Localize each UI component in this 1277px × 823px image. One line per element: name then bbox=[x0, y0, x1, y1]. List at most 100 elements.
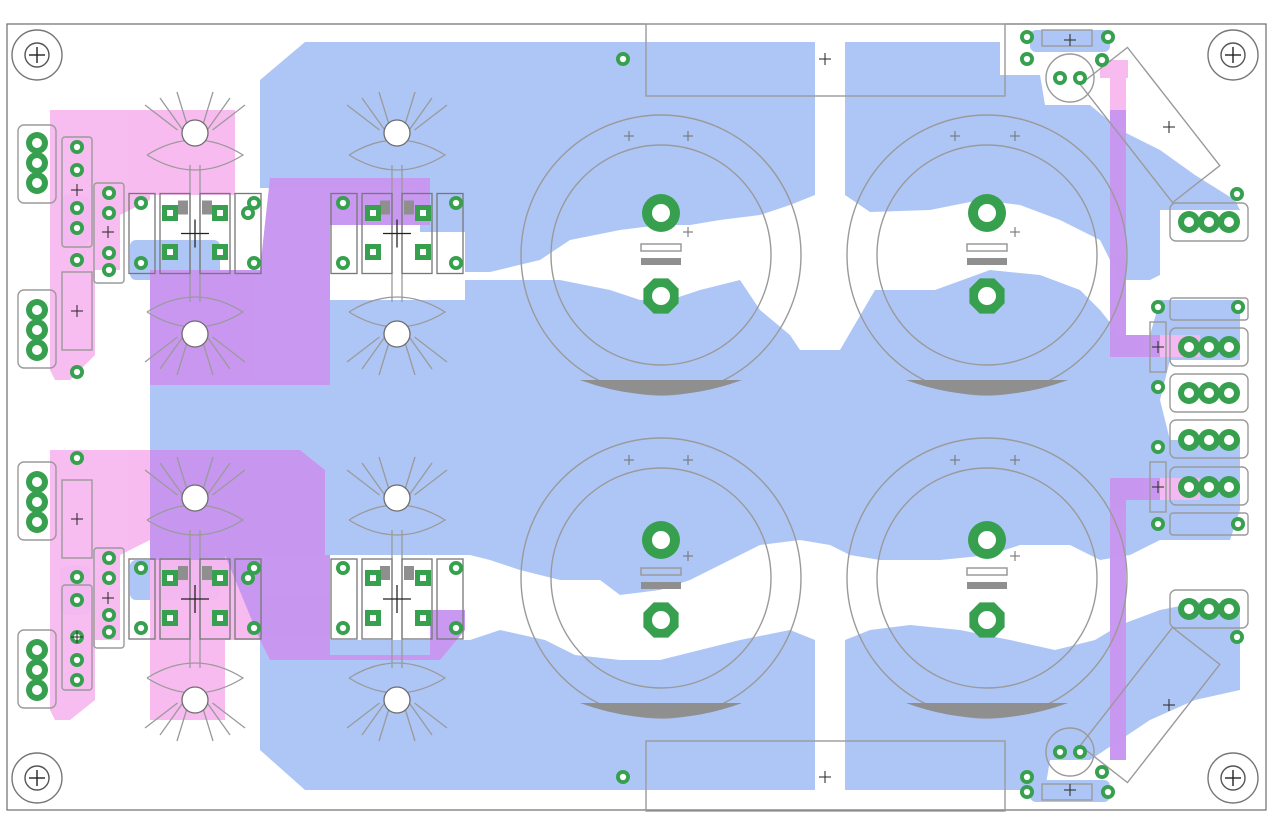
pad-hole bbox=[250, 564, 258, 572]
pad-hole bbox=[32, 158, 42, 168]
pad-hole bbox=[1154, 520, 1162, 528]
heatsink-fin bbox=[212, 469, 246, 496]
heatsink-body bbox=[348, 504, 447, 536]
pad-hole bbox=[339, 564, 347, 572]
pad-hole bbox=[652, 531, 670, 549]
heatsink-fin bbox=[361, 702, 386, 736]
pad-hole bbox=[32, 345, 42, 355]
pad-hole bbox=[420, 615, 426, 621]
polarity-bar bbox=[967, 582, 1007, 589]
pad-hole bbox=[619, 55, 627, 63]
pad-hole bbox=[73, 256, 81, 264]
pad-hole bbox=[1224, 482, 1234, 492]
connector-outline bbox=[17, 461, 57, 541]
electrolytic-capacitor bbox=[520, 114, 802, 396]
pad-hole bbox=[1023, 773, 1031, 781]
pad-hole bbox=[1204, 435, 1214, 445]
heatsink-fin bbox=[144, 702, 178, 729]
pad-hole bbox=[167, 249, 173, 255]
polarity-bar bbox=[641, 258, 681, 265]
pad-hole bbox=[32, 477, 42, 487]
resistor-outline bbox=[1149, 461, 1167, 513]
transistor-tab bbox=[404, 200, 414, 215]
resistor-outline bbox=[61, 479, 93, 559]
pad-hole bbox=[217, 249, 223, 255]
pad-hole bbox=[1204, 217, 1214, 227]
pad-hole bbox=[137, 564, 145, 572]
pad-hole bbox=[167, 615, 173, 621]
pad-hole bbox=[32, 645, 42, 655]
heatsink-hole bbox=[383, 119, 411, 147]
electrolytic-capacitor bbox=[846, 114, 1128, 396]
heatsink-fin bbox=[159, 702, 184, 736]
pad-hole bbox=[137, 199, 145, 207]
heatsink-fin bbox=[212, 104, 246, 131]
pad-hole bbox=[1184, 388, 1194, 398]
diagonal-component-outline bbox=[1079, 626, 1221, 784]
pad-hole bbox=[1233, 190, 1241, 198]
mounting-hole bbox=[11, 752, 63, 804]
pad-hole bbox=[652, 287, 670, 305]
heatsink-fin bbox=[408, 462, 433, 496]
pad-hole bbox=[105, 574, 113, 582]
connector-outline bbox=[1169, 373, 1249, 413]
mounting-hole bbox=[11, 29, 63, 81]
capacitor-outline bbox=[330, 558, 358, 640]
led-outline bbox=[1045, 53, 1095, 103]
pad-hole bbox=[370, 575, 376, 581]
pad-hole bbox=[1098, 768, 1106, 776]
heatsink-fin bbox=[408, 336, 433, 370]
polarity-bar bbox=[966, 243, 1008, 252]
pad-hole bbox=[244, 574, 252, 582]
heatsink-fin bbox=[346, 702, 380, 729]
pad-hole bbox=[1204, 482, 1214, 492]
transistor-tab bbox=[178, 200, 188, 215]
pad-hole bbox=[1104, 788, 1112, 796]
pad-hole bbox=[217, 210, 223, 216]
heatsink-fin bbox=[361, 336, 386, 370]
heatsink-body bbox=[348, 296, 447, 328]
transistor-tab bbox=[380, 200, 390, 215]
pad-hole bbox=[137, 624, 145, 632]
heatsink-fin bbox=[361, 97, 386, 131]
pad-hole bbox=[652, 204, 670, 222]
pad-hole bbox=[619, 773, 627, 781]
heatsink-hole bbox=[181, 320, 209, 348]
pad-hole bbox=[978, 611, 996, 629]
pad-hole bbox=[32, 138, 42, 148]
mounting-hole bbox=[1207, 752, 1259, 804]
heatsink-fin bbox=[414, 104, 448, 131]
connector-outline bbox=[1169, 419, 1249, 459]
pad-hole bbox=[105, 554, 113, 562]
pad-hole bbox=[452, 199, 460, 207]
resistor-outline bbox=[61, 271, 93, 351]
pad-hole bbox=[652, 611, 670, 629]
mounting-hole bbox=[1207, 29, 1259, 81]
pad-hole bbox=[452, 259, 460, 267]
pad-hole bbox=[978, 204, 996, 222]
pad-hole bbox=[32, 685, 42, 695]
silkscreen-layer bbox=[11, 23, 1259, 812]
power-resistor-outline bbox=[645, 740, 1006, 812]
pad-hole bbox=[137, 259, 145, 267]
transistor-tab bbox=[178, 566, 188, 580]
heatsink-fin bbox=[159, 336, 184, 370]
pad-hole bbox=[978, 531, 996, 549]
heatsink-fin bbox=[206, 336, 231, 370]
pad-hole bbox=[73, 368, 81, 376]
heatsink-hole bbox=[383, 686, 411, 714]
heatsink-body bbox=[146, 296, 245, 328]
pad-hole bbox=[1224, 217, 1234, 227]
heatsink-fin bbox=[144, 469, 178, 496]
pad-hole bbox=[244, 209, 252, 217]
pad-hole bbox=[1154, 303, 1162, 311]
pad-hole bbox=[420, 249, 426, 255]
heatsink-fin bbox=[212, 702, 246, 729]
heatsink-fin bbox=[212, 336, 246, 363]
pad-hole bbox=[1224, 604, 1234, 614]
heatsink-fin bbox=[206, 462, 231, 496]
connector-outline bbox=[1169, 589, 1249, 629]
led-outline bbox=[1045, 727, 1095, 777]
pad-hole bbox=[1204, 342, 1214, 352]
